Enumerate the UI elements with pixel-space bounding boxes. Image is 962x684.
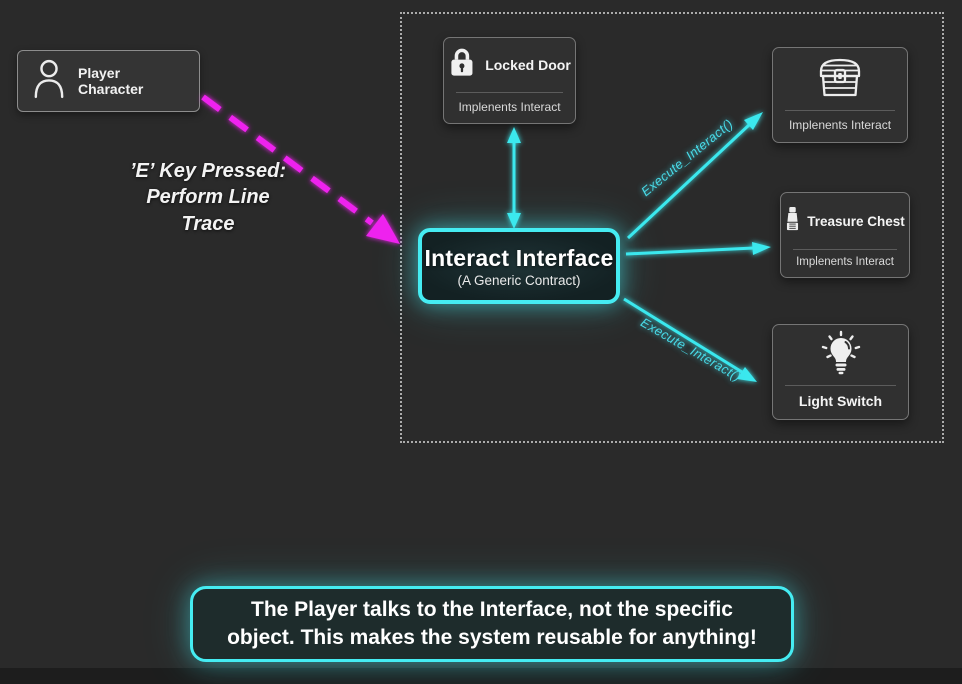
key-note-line2: Perform Line — [146, 186, 270, 209]
divider — [785, 385, 896, 386]
locked-door-title: Locked Door — [485, 57, 571, 73]
light-switch-icon-area — [773, 325, 908, 385]
implementers-container — [400, 12, 944, 443]
light-switch-title: Light Switch — [798, 393, 883, 409]
divider — [785, 110, 895, 111]
bottom-strip — [0, 668, 962, 684]
treasure-chest-node: Treasure Chest Implenents Interact — [780, 192, 910, 278]
locked-door-header: Locked Door — [444, 38, 575, 92]
chest-icon-area — [773, 48, 907, 110]
treasure-chest-icon — [814, 56, 866, 103]
light-switch-node: Light Switch — [772, 324, 909, 420]
player-character-label: Player Character — [78, 65, 144, 97]
treasure-chest-subtitle: Implenents Interact — [796, 256, 894, 268]
person-icon — [33, 59, 65, 104]
treasure-chest-header: Treasure Chest — [781, 193, 909, 249]
treasure-chest-small-icon — [785, 206, 800, 236]
caption-line2: object. This makes the system reusable f… — [227, 626, 757, 649]
key-pressed-note: ’E’ Key Pressed: Perform Line Trace — [88, 158, 328, 237]
interface-subtitle: (A Generic Contract) — [457, 272, 581, 288]
key-note-line3: Trace — [181, 212, 235, 235]
player-character-node: Player Character — [17, 50, 200, 112]
chest-subtitle: Implenents Interact — [788, 118, 892, 132]
lock-icon — [448, 47, 475, 84]
locked-door-subtitle: Implenents Interact — [458, 100, 561, 114]
chest-implements-node: Implenents Interact — [772, 47, 908, 143]
divider — [793, 249, 897, 250]
locked-door-node: Locked Door Implenents Interact — [443, 37, 576, 124]
key-note-line1: ’E’ Key Pressed: — [129, 160, 286, 182]
light-bulb-icon — [818, 330, 864, 381]
treasure-chest-title: Treasure Chest — [807, 213, 905, 229]
interact-interface-node: Interact Interface (A Generic Contract) — [418, 228, 620, 304]
divider — [456, 92, 563, 93]
caption-line1: The Player talks to the Interface, not t… — [251, 598, 733, 622]
interface-title: Interact Interface — [424, 244, 614, 271]
caption-box: The Player talks to the Interface, not t… — [190, 586, 794, 662]
